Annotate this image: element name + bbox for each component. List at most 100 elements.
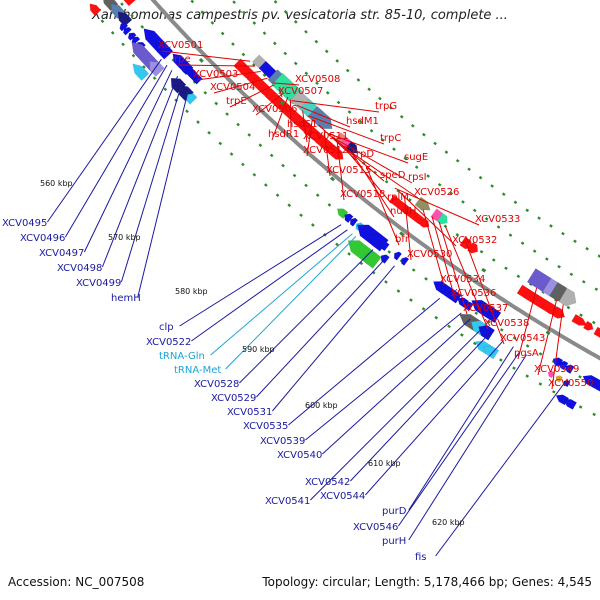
strand-dot: [281, 163, 285, 168]
strand-dot: [594, 287, 599, 291]
strand-dot: [336, 100, 341, 105]
minus-label-leader: [365, 340, 504, 496]
plus-strand-gene: [582, 320, 594, 331]
plus-label-leader: [403, 195, 412, 261]
minus-strand-gene-label: XCV0531: [227, 407, 272, 418]
plus-strand-gene-label: bfr: [395, 234, 410, 245]
strand-dot: [422, 132, 426, 137]
plus-strand-gene-label: trpG: [375, 101, 397, 112]
minus-label-leader: [310, 326, 484, 501]
strand-dot: [411, 268, 416, 272]
topology-summary-text: Topology: circular; Length: 5,178,466 bp…: [262, 575, 592, 589]
minus-strand-gene: [464, 301, 474, 312]
strand-dot: [335, 242, 339, 247]
minus-strand-gene: [123, 27, 132, 36]
accession-text: Accession: NC_007508: [8, 575, 145, 589]
strand-dot: [537, 216, 541, 220]
strand-dot: [200, 10, 205, 15]
strand-dot: [467, 167, 471, 172]
plus-strand-gene-label: pgsA: [514, 348, 539, 359]
strand-dot: [388, 105, 393, 110]
plus-strand-gene: [467, 241, 479, 254]
strand-dot: [263, 183, 268, 187]
strand-dot: [479, 249, 484, 254]
strand-dot: [314, 39, 319, 44]
plus-strand-gene-label: XCV0504: [210, 82, 255, 93]
strand-dot: [210, 21, 215, 25]
genome-backbone: [150, 0, 600, 361]
scale-tick-label: 560 kbp: [40, 179, 73, 188]
plus-strand-gene-label: XCV0511: [303, 131, 348, 142]
minus-label-leader: [210, 233, 353, 356]
minus-strand-gene: [590, 379, 600, 392]
strand-dot: [335, 59, 340, 63]
map-title: Xanthomonas campestris pv. vesicatoria s…: [92, 8, 508, 23]
strand-dot: [100, 19, 105, 24]
plus-strand-gene: [593, 326, 600, 338]
minus-strand-gene-label: hemH: [111, 293, 141, 304]
plus-label-leader: [517, 287, 538, 360]
strand-dot: [484, 217, 489, 221]
strand-dot: [396, 289, 401, 293]
strand-dot: [538, 352, 543, 356]
plus-label-leader: [464, 240, 505, 345]
plus-strand-gene-label: hsdM1: [346, 116, 379, 127]
strand-dot: [478, 175, 483, 180]
strand-dot: [292, 173, 297, 178]
minus-strand-gene: [127, 32, 137, 41]
minus-strand-gene: [344, 213, 354, 224]
plus-strand-gene-label: hsdS1: [287, 119, 318, 130]
plus-strand-gene-label: XCV0549: [534, 364, 579, 375]
minus-label-leader: [272, 265, 395, 412]
strand-dot: [359, 261, 364, 266]
plus-label-leader: [306, 119, 313, 157]
strand-dot: [347, 252, 351, 256]
strand-dot: [315, 81, 319, 85]
strand-dot: [525, 208, 530, 213]
plus-label-leader: [438, 221, 468, 315]
plus-label-leader: [289, 99, 292, 131]
plus-strand-gene-label: XCV0532: [452, 235, 497, 246]
strand-dot: [269, 153, 274, 158]
strand-dot: [185, 109, 189, 114]
strand-dot: [367, 87, 371, 92]
plus-strand-gene-label: XCV0501: [158, 40, 203, 51]
scale-tick-mark: [330, 176, 335, 182]
minus-strand-gene: [555, 375, 563, 383]
genome-backbone-layer: [150, 0, 600, 361]
plus-strand-gene: [414, 196, 431, 211]
scale-tick-label: 610 kbp: [368, 459, 401, 468]
strand-dot: [163, 87, 168, 92]
minus-label-leader: [191, 229, 348, 342]
strand-dot: [236, 122, 240, 127]
strand-dot: [447, 324, 451, 329]
plus-strand-gene-label: sugE: [404, 152, 428, 163]
strand-dot: [203, 90, 208, 95]
plus-label-leader: [444, 226, 489, 330]
plus-strand-gene-label: XCV0507: [278, 86, 323, 97]
strand-dot: [325, 91, 330, 95]
minus-label-leader: [120, 81, 184, 283]
plus-label-leader: [551, 304, 564, 390]
plus-strand-gene: [436, 212, 448, 225]
strand-dot: [490, 184, 494, 188]
scale-tick-mark: [399, 231, 405, 237]
strand-dot: [449, 191, 454, 196]
plus-strand-gene-label: XCV0506: [252, 104, 297, 115]
strand-dot: [241, 162, 245, 167]
plus-label-leader: [255, 92, 284, 116]
minus-strand-gene-label: clp: [159, 322, 174, 333]
strand-dot: [231, 42, 235, 46]
plus-label-leader: [323, 129, 331, 177]
plus-label-leader: [336, 140, 345, 201]
minus-strand-gene: [401, 256, 410, 266]
strand-dot: [591, 320, 596, 325]
minus-strand-gene-label: XCV0522: [146, 337, 191, 348]
strand-dot: [283, 51, 288, 56]
minus-strand-gene: [393, 251, 403, 261]
minus-label-leader: [179, 224, 342, 327]
minus-strand-gene-label: XCV0546: [353, 522, 398, 533]
minus-strand-gene: [482, 345, 500, 360]
strand-dot: [356, 78, 361, 82]
